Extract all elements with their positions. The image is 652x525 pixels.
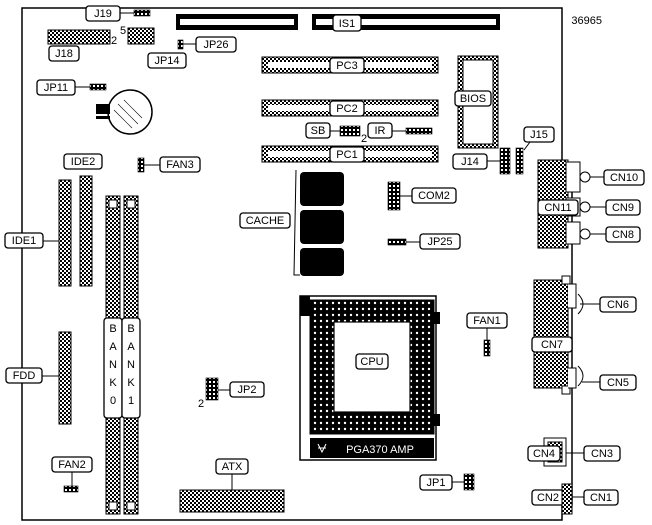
cn2-label: CN2 bbox=[537, 492, 559, 504]
j14-header bbox=[499, 147, 511, 175]
bank-letter: 0 bbox=[110, 395, 116, 407]
j15-label: J15 bbox=[530, 129, 548, 141]
board-id: 36965 bbox=[571, 15, 602, 27]
bank-letter: N bbox=[127, 359, 135, 371]
j15-header bbox=[515, 147, 524, 175]
cpu-socket bbox=[299, 295, 440, 461]
cn1-connector bbox=[561, 483, 573, 515]
cn5-label: CN5 bbox=[607, 377, 629, 389]
bank-letter: K bbox=[127, 377, 135, 389]
jp11-label: JP11 bbox=[44, 82, 68, 94]
pc1-label: PC1 bbox=[336, 149, 357, 161]
fan3-label: FAN3 bbox=[166, 159, 194, 171]
cn3-label: CN3 bbox=[591, 448, 613, 460]
ide1-label: IDE1 bbox=[12, 235, 36, 247]
jp26-label: JP26 bbox=[203, 39, 228, 51]
cn9-label: CN9 bbox=[612, 202, 634, 214]
bank-letter: N bbox=[109, 359, 117, 371]
pc3-label: PC3 bbox=[336, 60, 357, 72]
bios-label: BIOS bbox=[460, 93, 486, 105]
jp14-label: JP14 bbox=[154, 55, 179, 67]
jp2-label: JP2 bbox=[238, 384, 257, 396]
jp25-label: JP25 bbox=[427, 236, 452, 248]
parallel-connectors bbox=[533, 275, 584, 395]
cn11-label: CN11 bbox=[544, 202, 571, 214]
jp2-header bbox=[205, 377, 219, 401]
bank-letter: 1 bbox=[128, 395, 134, 407]
bank-letter: K bbox=[109, 377, 117, 389]
fan1-label: FAN1 bbox=[473, 315, 501, 327]
jp1-header bbox=[463, 473, 475, 491]
bank-letter: A bbox=[109, 341, 117, 353]
j18-label: J18 bbox=[55, 48, 73, 60]
pga370-label: PGA370 AMP bbox=[346, 444, 414, 456]
cn6-label: CN6 bbox=[607, 299, 629, 311]
jp14-pin-mark: 5 bbox=[120, 25, 126, 37]
fdd-label: FDD bbox=[13, 370, 36, 382]
sb-header bbox=[339, 125, 361, 137]
pc2-label: PC2 bbox=[336, 103, 357, 115]
atx-connector bbox=[179, 489, 285, 513]
fan2-label: FAN2 bbox=[58, 459, 86, 471]
jp2-pin-mark: 2 bbox=[198, 398, 204, 410]
fan3-header bbox=[137, 157, 145, 173]
com2-header bbox=[387, 181, 401, 211]
j18-header bbox=[47, 29, 111, 45]
sb-pin-mark: 2 bbox=[361, 133, 367, 145]
sb-label: SB bbox=[311, 125, 326, 137]
cn8-label: CN8 bbox=[612, 229, 634, 241]
fan1-header bbox=[483, 339, 491, 357]
jp14-header bbox=[127, 27, 155, 45]
ide2-label: IDE2 bbox=[71, 156, 95, 168]
bank-letter: B bbox=[127, 323, 134, 335]
j14-label: J14 bbox=[461, 156, 479, 168]
ir-header bbox=[405, 127, 433, 135]
atx-label: ATX bbox=[222, 461, 243, 473]
j18-pin-mark: 2 bbox=[111, 35, 117, 47]
ide1-connector bbox=[58, 179, 72, 287]
bank-letter: B bbox=[109, 323, 116, 335]
fan2-header bbox=[63, 485, 79, 493]
j19-label: J19 bbox=[94, 8, 112, 20]
cache-modules bbox=[293, 169, 344, 276]
j19-header bbox=[133, 9, 151, 17]
com2-label: COM2 bbox=[418, 190, 450, 202]
cache-label: CACHE bbox=[246, 215, 285, 227]
jp25-header bbox=[387, 238, 407, 246]
ide2-connector bbox=[79, 175, 93, 287]
fdd-connector bbox=[58, 331, 72, 425]
is1-label: IS1 bbox=[339, 18, 356, 30]
cn10-label: CN10 bbox=[610, 172, 638, 184]
bank-letter: A bbox=[127, 341, 135, 353]
cn4-label: CN4 bbox=[533, 448, 555, 460]
jp26-header bbox=[177, 39, 184, 50]
cn1-label: CN1 bbox=[590, 492, 612, 504]
jp11-header bbox=[89, 83, 107, 91]
ir-label: IR bbox=[375, 125, 386, 137]
jp1-label: JP1 bbox=[427, 477, 446, 489]
cpu-label: CPU bbox=[360, 356, 383, 368]
cn7-label: CN7 bbox=[541, 339, 563, 351]
battery bbox=[96, 89, 153, 135]
